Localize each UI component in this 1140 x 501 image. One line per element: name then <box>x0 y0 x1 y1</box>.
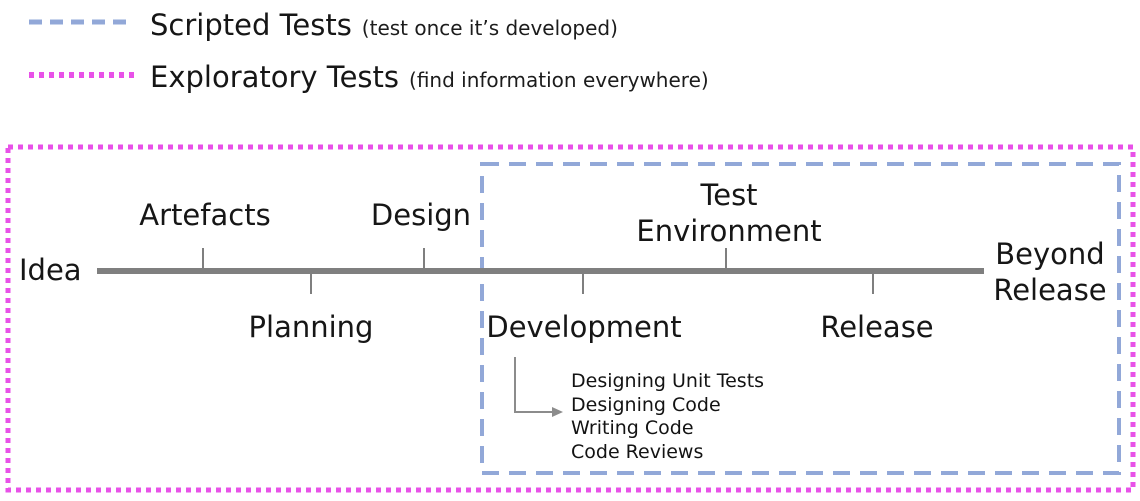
milestone-label-design: Design <box>370 198 472 232</box>
exploratory-tests-boundary <box>5 144 1136 493</box>
legend-scripted-note: (test once it’s developed) <box>361 16 618 40</box>
development-detail-item: Designing Code <box>571 393 721 416</box>
legend-row-scripted: Scripted Tests (test once it’s developed… <box>150 8 618 42</box>
milestone-label-idea: Idea <box>19 253 82 287</box>
milestone-label-planning: Planning <box>248 310 374 344</box>
legend-scripted-label: Scripted Tests <box>150 8 352 42</box>
milestone-label-test-environment: Test Environment <box>636 178 822 248</box>
development-detail-item: Writing Code <box>571 417 694 439</box>
milestone-label-artefacts: Artefacts <box>139 198 271 232</box>
legend-exploratory-label: Exploratory Tests <box>150 60 400 94</box>
milestone-label-development: Development <box>486 310 682 344</box>
scripted-dashed-line-swatch <box>29 19 131 25</box>
arrowhead-icon <box>552 407 563 417</box>
milestone-label-release: Release <box>820 310 934 344</box>
development-details-list: Designing Unit Tests Designing Code Writ… <box>571 370 764 464</box>
development-detail-item: Designing Unit Tests <box>571 370 765 392</box>
exploratory-dotted-line-swatch <box>29 72 139 78</box>
milestone-label-beyond-release: Beyond Release <box>993 237 1107 307</box>
elbow-arrow <box>514 357 552 413</box>
legend-row-exploratory: Exploratory Tests (find information ever… <box>150 60 709 94</box>
scripted-tests-boundary <box>480 162 1121 475</box>
development-detail-item: Code Reviews <box>571 440 704 463</box>
legend-exploratory-note: (find information everywhere) <box>409 68 709 92</box>
